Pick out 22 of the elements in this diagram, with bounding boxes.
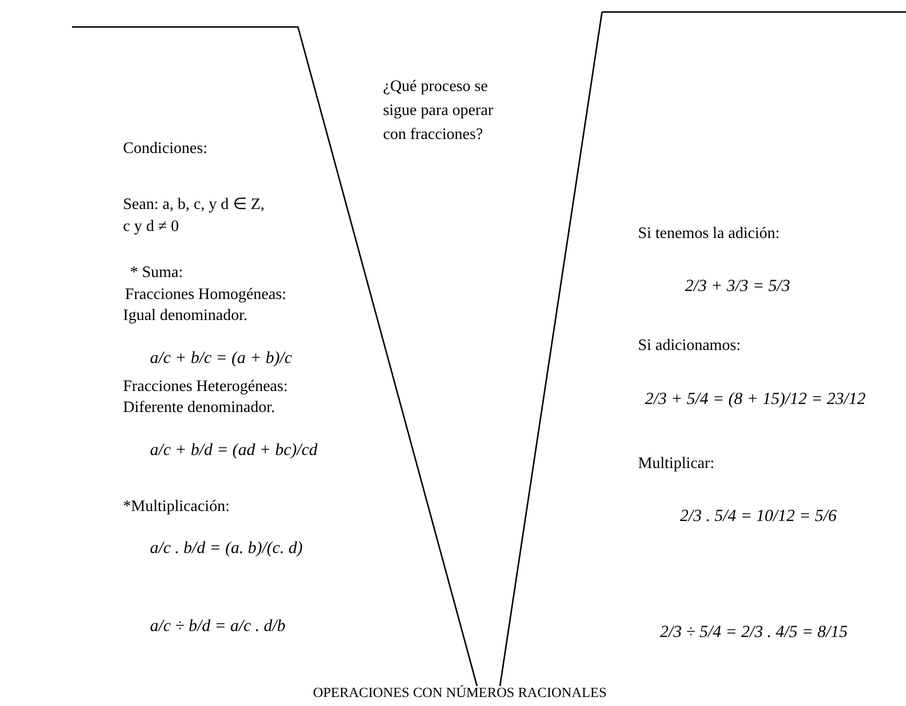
diagram-title: OPERACIONES CON NÚMEROS RACIONALES: [313, 684, 607, 703]
text-line: Fracciones Homogéneas:: [125, 285, 286, 305]
math-formula: 2/3 . 5/4 = 10/12 = 5/6: [680, 506, 837, 526]
question-text: ¿Qué proceso se sigue para operar con fracciones?: [383, 77, 494, 145]
math-formula: 2/3 + 5/4 = (8 + 15)/12 = 23/12: [645, 389, 866, 409]
heading: Fracciones Heterogéneas:: [123, 377, 288, 397]
math-formula: a/c + b/c = (a + b)/c: [150, 348, 292, 368]
text-line: Multiplicar:: [638, 454, 714, 474]
math-formula: 2/3 + 3/3 = 5/3: [685, 276, 790, 296]
math-formula: 2/3 ÷ 5/4 = 2/3 . 4/5 = 8/15: [660, 622, 848, 642]
text-line: Diferente denominador.: [123, 398, 275, 418]
heading: * Suma:: [130, 263, 183, 283]
math-formula: a/c . b/d = (a. b)/(c. d): [150, 538, 303, 558]
text-line: Si adicionamos:: [638, 336, 741, 356]
heading: *Multiplicación:: [123, 497, 230, 517]
math-formula: a/c + b/d = (ad + bc)/cd: [150, 440, 318, 460]
text-line: Si tenemos la adición:: [638, 224, 780, 244]
heading: Condiciones:: [123, 139, 208, 159]
math-formula: a/c ÷ b/d = a/c . d/b: [150, 616, 286, 636]
text-line: c y d ≠ 0: [123, 217, 179, 237]
text-line: Igual denominador.: [123, 306, 248, 326]
text-line: Sean: a, b, c, y d ∈ Z,: [123, 195, 265, 215]
